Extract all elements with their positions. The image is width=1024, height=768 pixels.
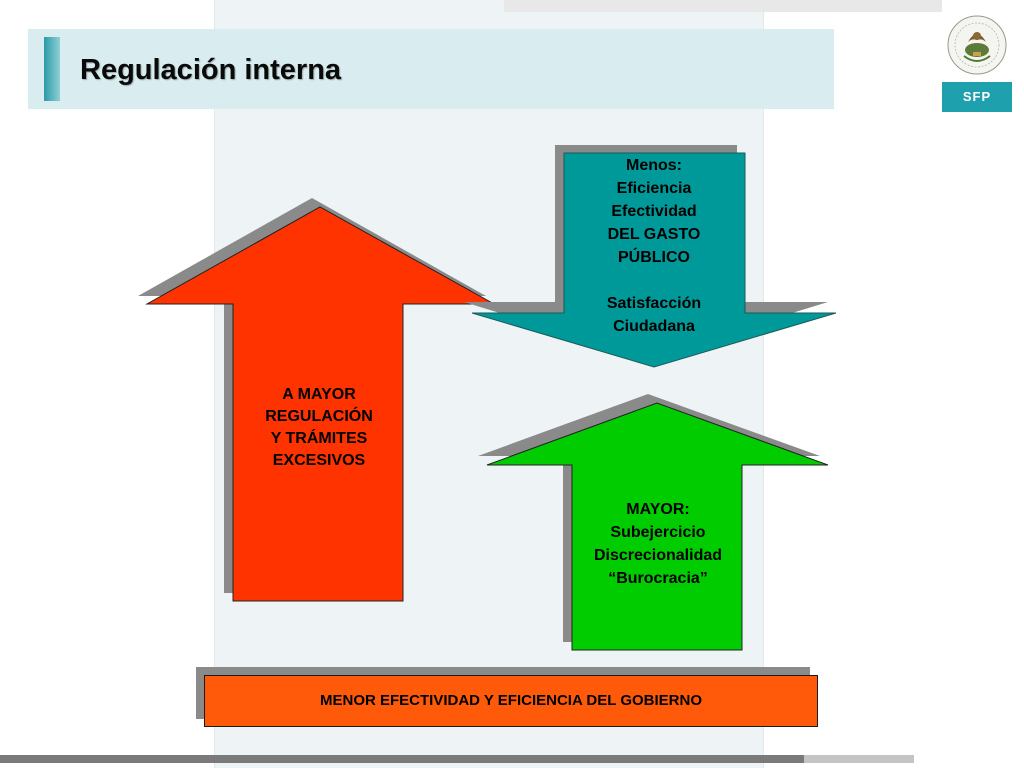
- conclusion-box: MENOR EFECTIVIDAD Y EFICIENCIA DEL GOBIE…: [204, 675, 818, 727]
- footer-line-dark: [0, 755, 804, 763]
- green-up-arrow: [486, 402, 829, 651]
- green-arrow-label: MAYOR: Subejercicio Discrecionalidad “Bu…: [593, 501, 723, 587]
- red-up-arrow: [145, 206, 496, 602]
- red-arrow-label: A MAYOR REGULACIÓN Y TRÁMITES EXCESIVOS: [265, 386, 373, 469]
- title-band: [28, 29, 834, 109]
- sfp-logo: SFP: [942, 12, 1012, 112]
- sfp-badge: SFP: [942, 82, 1012, 112]
- title-accent-bar: [44, 37, 60, 101]
- page-title: Regulación interna: [80, 54, 342, 86]
- teal-arrow-label: Menos: Eficiencia Efectividad DEL GASTO …: [606, 157, 702, 335]
- footer-line-light: [804, 755, 914, 763]
- national-seal-icon: [947, 15, 1007, 75]
- teal-down-arrow: [471, 152, 837, 368]
- top-decorative-strip: [504, 0, 942, 12]
